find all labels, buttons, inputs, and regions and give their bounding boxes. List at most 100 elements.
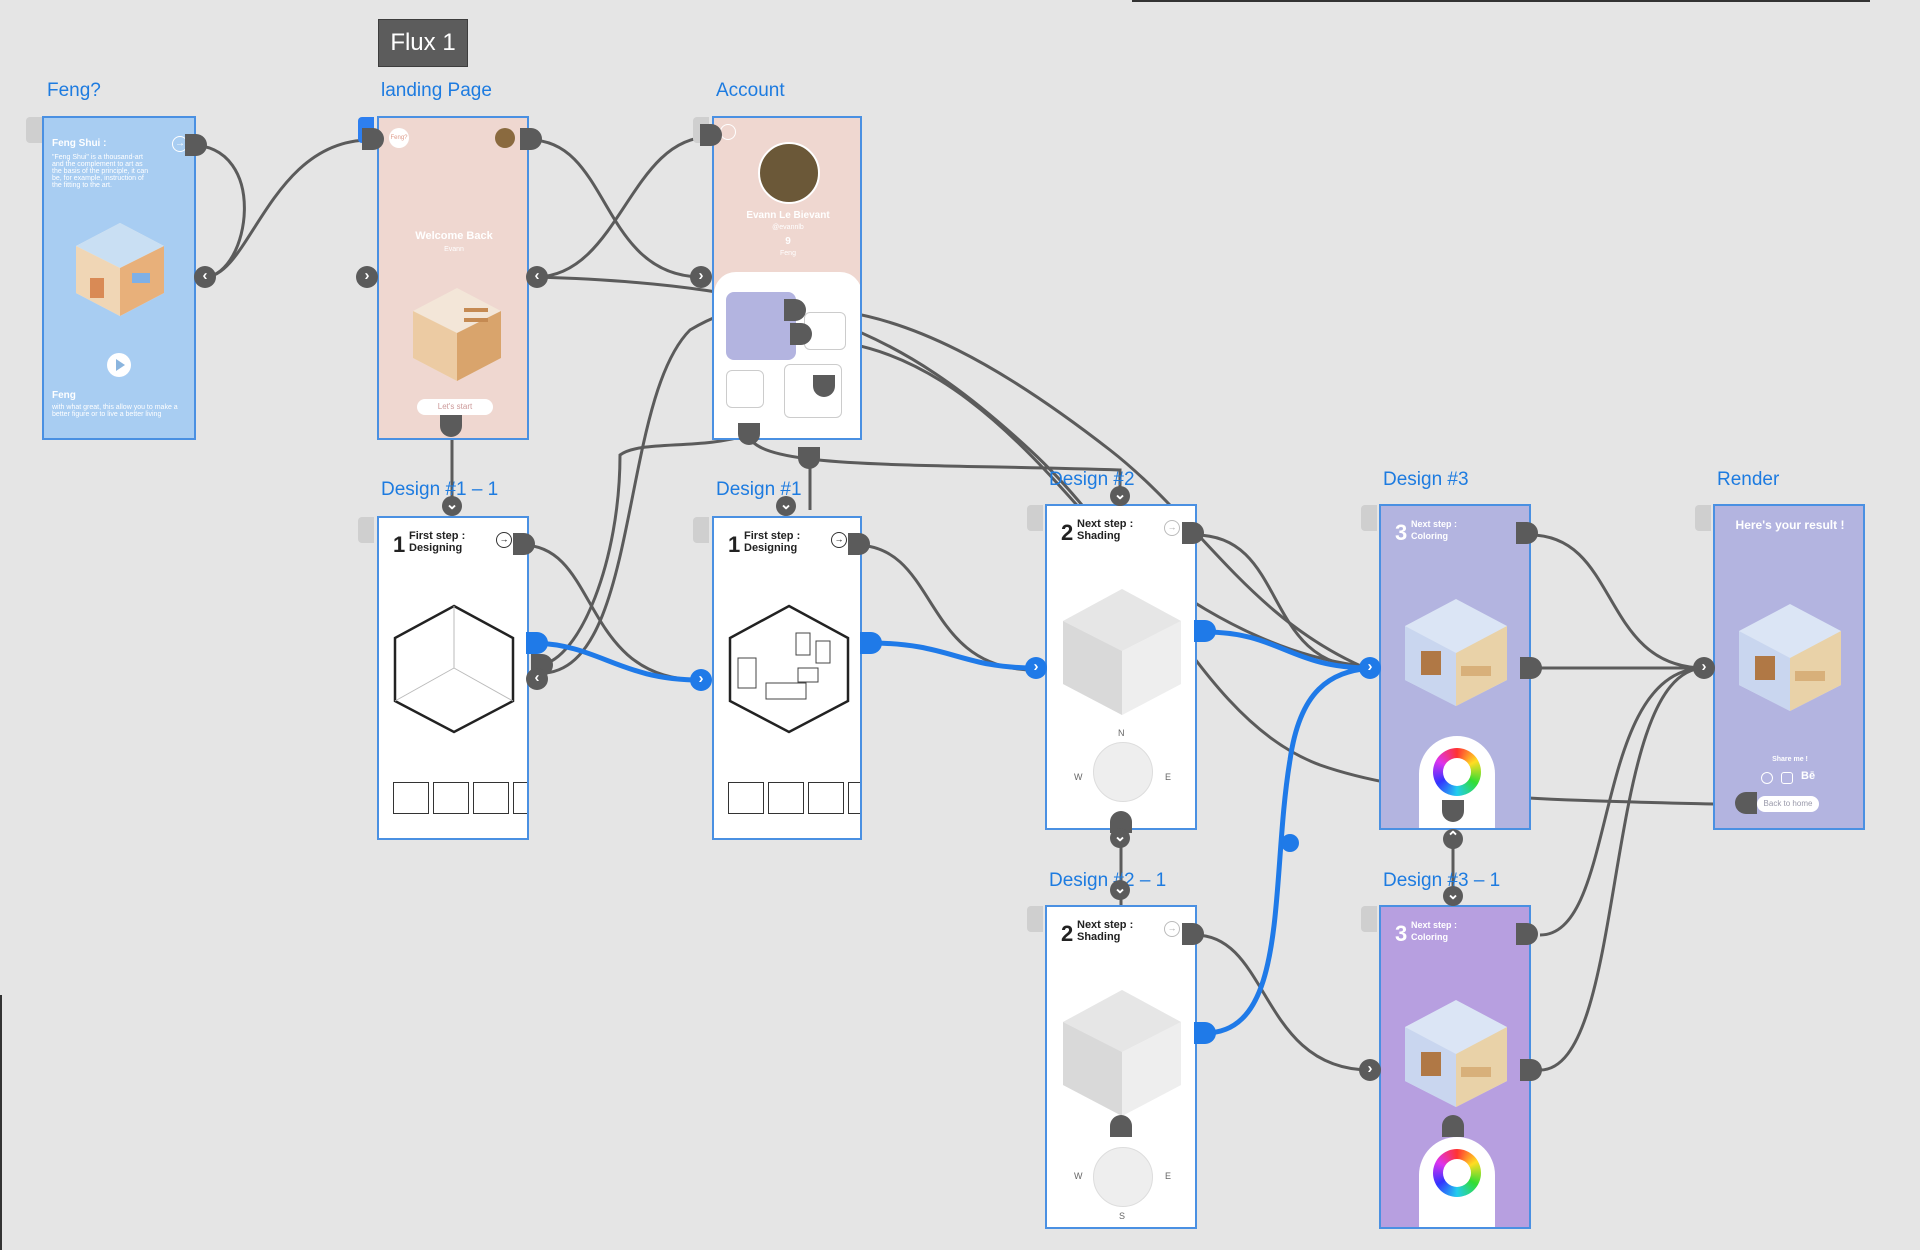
active-hotspot-connector[interactable] bbox=[1194, 1022, 1216, 1044]
artboard-tab-feng[interactable] bbox=[26, 117, 42, 143]
play-button[interactable] bbox=[107, 353, 131, 377]
hotspot-connector[interactable] bbox=[1442, 800, 1464, 822]
target-arrow-connector[interactable]: › bbox=[690, 266, 712, 288]
hotspot-connector[interactable] bbox=[513, 533, 535, 555]
artboard-design3-1[interactable]: 3 Next step : Coloring bbox=[1379, 905, 1531, 1229]
element-thumb-3[interactable] bbox=[473, 782, 509, 814]
artboard-label-design1[interactable]: Design #1 bbox=[716, 479, 802, 500]
design-thumb-2[interactable] bbox=[726, 370, 764, 408]
element-thumb-3[interactable] bbox=[808, 782, 844, 814]
hotspot-connector[interactable] bbox=[1520, 1059, 1542, 1081]
artboard-design1-1[interactable]: 1 First step : Designing → bbox=[377, 516, 529, 840]
dribbble-icon[interactable] bbox=[1761, 772, 1773, 784]
artboard-tab-render[interactable] bbox=[1695, 505, 1711, 531]
artboard-label-feng[interactable]: Feng? bbox=[47, 80, 101, 101]
artboard-landing[interactable]: Feng? Welcome Back Evann Let's start bbox=[377, 116, 529, 440]
hotspot-connector[interactable] bbox=[1520, 657, 1542, 679]
artboard-design2-1[interactable]: 2 Next step : Shading → W E S bbox=[1045, 905, 1197, 1229]
flow-tag[interactable]: Flux 1 bbox=[378, 19, 468, 67]
artboard-tab-design2-1[interactable] bbox=[1027, 906, 1043, 932]
artboard-label-design1-1[interactable]: Design #1 – 1 bbox=[381, 479, 499, 500]
down-arrow-connector[interactable]: ⌄ bbox=[1110, 880, 1130, 900]
artboard-tab-design1[interactable] bbox=[693, 517, 709, 543]
hotspot-connector[interactable] bbox=[784, 299, 806, 321]
hotspot-connector[interactable] bbox=[798, 447, 820, 469]
back-to-home-button[interactable]: Back to home bbox=[1757, 796, 1819, 812]
artboard-label-landing[interactable]: landing Page bbox=[381, 80, 492, 101]
artboard-tab-design3[interactable] bbox=[1361, 505, 1377, 531]
element-thumb-4[interactable] bbox=[513, 782, 527, 814]
target-arrow-connector[interactable]: › bbox=[1693, 657, 1715, 679]
artboard-label-design2-1[interactable]: Design #2 – 1 bbox=[1049, 870, 1167, 891]
sun-compass-dial[interactable] bbox=[1093, 742, 1153, 802]
artboard-account[interactable]: Evann Le Bievant @evannlb 9 Feng bbox=[712, 116, 862, 440]
artboard-label-design3-1[interactable]: Design #3 – 1 bbox=[1383, 870, 1501, 891]
lets-start-button[interactable]: Let's start bbox=[417, 399, 493, 415]
back-arrow-connector[interactable]: ‹ bbox=[526, 668, 548, 690]
element-thumb-1[interactable] bbox=[393, 782, 429, 814]
sun-compass-dial[interactable] bbox=[1093, 1147, 1153, 1207]
hotspot-connector[interactable] bbox=[185, 134, 207, 156]
active-hotspot-connector[interactable] bbox=[526, 632, 548, 654]
hotspot-connector[interactable] bbox=[738, 423, 760, 445]
hotspot-connector[interactable] bbox=[1442, 1115, 1464, 1137]
artboard-design3[interactable]: 3 Next step : Coloring bbox=[1379, 504, 1531, 830]
hotspot-connector[interactable] bbox=[362, 128, 384, 150]
back-arrow-connector[interactable]: ‹ bbox=[194, 266, 216, 288]
artboard-feng[interactable]: Feng Shui : "Feng Shui" is a thousand-ar… bbox=[42, 116, 196, 440]
next-icon[interactable]: → bbox=[1164, 921, 1180, 937]
target-arrow-connector[interactable]: › bbox=[1025, 657, 1047, 679]
hotspot-connector[interactable] bbox=[1516, 522, 1538, 544]
avatar[interactable] bbox=[495, 128, 515, 148]
next-icon[interactable]: → bbox=[831, 532, 847, 548]
target-arrow-connector[interactable]: › bbox=[1359, 657, 1381, 679]
hotspot-connector[interactable] bbox=[1735, 792, 1757, 814]
hotspot-connector[interactable] bbox=[1182, 522, 1204, 544]
hotspot-connector[interactable] bbox=[1110, 811, 1132, 833]
artboard-design1[interactable]: 1 First step : Designing → bbox=[712, 516, 862, 840]
target-arrow-connector[interactable]: › bbox=[1359, 1059, 1381, 1081]
color-wheel[interactable] bbox=[1433, 748, 1481, 796]
artboard-label-account[interactable]: Account bbox=[716, 80, 785, 101]
target-arrow-connector[interactable]: › bbox=[690, 669, 712, 691]
hotspot-connector[interactable] bbox=[520, 128, 542, 150]
artboard-label-design2[interactable]: Design #2 bbox=[1049, 469, 1135, 490]
target-arrow-connector[interactable]: › bbox=[356, 266, 378, 288]
active-hotspot-connector[interactable] bbox=[1194, 620, 1216, 642]
element-thumb-2[interactable] bbox=[768, 782, 804, 814]
next-icon[interactable]: → bbox=[1164, 520, 1180, 536]
artboard-render[interactable]: Here's your result ! Share me ! Bē Back … bbox=[1713, 504, 1865, 830]
instagram-icon[interactable] bbox=[1781, 772, 1793, 784]
artboard-tab-design2[interactable] bbox=[1027, 505, 1043, 531]
active-hotspot-connector[interactable] bbox=[860, 632, 882, 654]
design-thumb-3[interactable] bbox=[784, 364, 842, 418]
hotspot-connector[interactable] bbox=[700, 124, 722, 146]
hotspot-connector[interactable] bbox=[1182, 923, 1204, 945]
behance-icon[interactable]: Bē bbox=[1801, 770, 1816, 782]
artboard-design2[interactable]: 2 Next step : Shading → N W E bbox=[1045, 504, 1197, 830]
artboard-label-render[interactable]: Render bbox=[1717, 469, 1780, 490]
artboard-label-design3[interactable]: Design #3 bbox=[1383, 469, 1469, 490]
back-icon[interactable] bbox=[720, 124, 736, 140]
profile-avatar[interactable] bbox=[758, 142, 820, 204]
hotspot-connector[interactable] bbox=[440, 415, 462, 437]
color-wheel[interactable] bbox=[1433, 1149, 1481, 1197]
element-thumb-1[interactable] bbox=[728, 782, 764, 814]
up-arrow-connector[interactable]: ⌃ bbox=[1443, 829, 1463, 849]
artboard-tab-design3-1[interactable] bbox=[1361, 906, 1377, 932]
artboard-tab-design1-1[interactable] bbox=[358, 517, 374, 543]
down-arrow-connector[interactable]: ⌄ bbox=[1110, 486, 1130, 506]
next-icon[interactable]: → bbox=[496, 532, 512, 548]
hotspot-connector[interactable] bbox=[1110, 1115, 1132, 1137]
down-arrow-connector[interactable]: ⌄ bbox=[776, 496, 796, 516]
down-arrow-connector[interactable]: ⌄ bbox=[1443, 886, 1463, 906]
back-arrow-connector[interactable]: ‹ bbox=[526, 266, 548, 288]
element-thumb-2[interactable] bbox=[433, 782, 469, 814]
hotspot-connector[interactable] bbox=[813, 375, 835, 397]
hotspot-connector[interactable] bbox=[848, 533, 870, 555]
element-thumb-4[interactable] bbox=[848, 782, 860, 814]
down-arrow-connector[interactable]: ⌄ bbox=[1110, 828, 1130, 848]
down-arrow-connector[interactable]: ⌄ bbox=[442, 496, 462, 516]
hotspot-connector[interactable] bbox=[1516, 923, 1538, 945]
hotspot-connector[interactable] bbox=[790, 323, 812, 345]
